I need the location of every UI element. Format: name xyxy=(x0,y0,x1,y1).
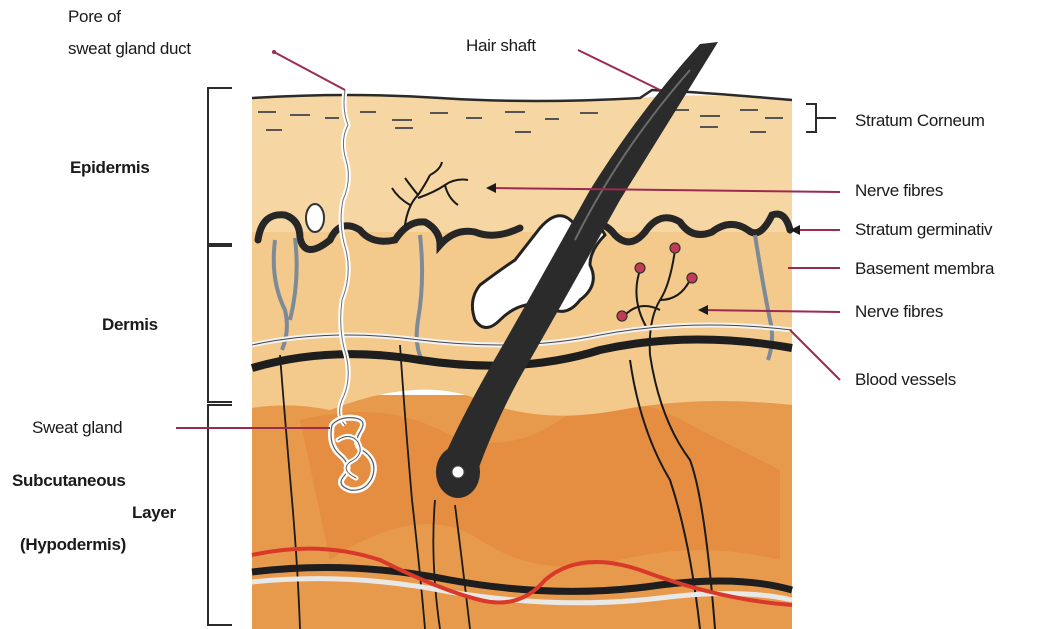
pore-leader xyxy=(274,52,345,90)
dermis-layer-label: Dermis xyxy=(102,314,158,336)
pore-label-line1: Pore of xyxy=(68,6,121,28)
subcutaneous-layer-label-line3: (Hypodermis) xyxy=(20,534,126,556)
stratum-corneum-bracket xyxy=(806,104,836,132)
hair-shaft-leader xyxy=(578,50,660,90)
hair-shaft-label: Hair shaft xyxy=(466,35,536,57)
blood-vessels-label: Blood vessels xyxy=(855,369,956,391)
papilla-bulb xyxy=(306,204,324,232)
epidermis-bracket xyxy=(208,88,232,244)
stratum-germinativum-label: Stratum germinativ xyxy=(855,219,992,241)
pore-marker-dot xyxy=(272,50,276,54)
basement-membrane-label: Basement membra xyxy=(855,258,994,280)
subcutaneous-bracket xyxy=(208,405,232,625)
dermis-bracket xyxy=(208,246,232,402)
nerve-fibres-upper-label: Nerve fibres xyxy=(855,180,943,202)
blood-vessels-leader xyxy=(790,330,840,380)
nerve-fibres-lower-label: Nerve fibres xyxy=(855,301,943,323)
subcutaneous-layer-label-line2: Layer xyxy=(132,502,176,524)
sweat-gland-label: Sweat gland xyxy=(32,417,122,439)
stratum-corneum-label: Stratum Corneum xyxy=(855,110,985,132)
epidermis-layer-label: Epidermis xyxy=(70,157,150,179)
subcutaneous-layer-label-line1: Subcutaneous xyxy=(12,470,126,492)
pore-label-line2: sweat gland duct xyxy=(68,38,191,60)
hair-papilla xyxy=(452,466,464,478)
